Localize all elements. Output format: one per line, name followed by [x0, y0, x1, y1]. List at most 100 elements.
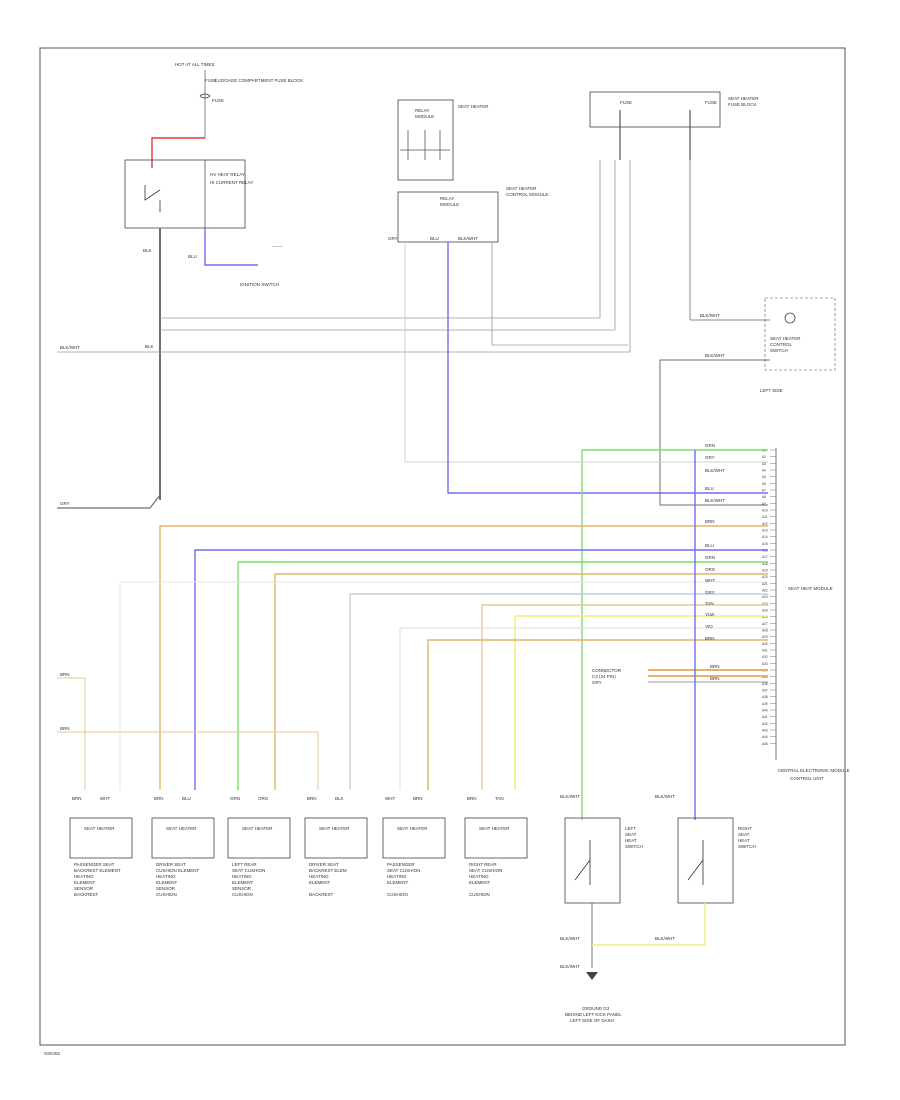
wire-tan-label: TAN: [705, 601, 714, 606]
module-label-3: CONTROL UNIT: [790, 776, 824, 781]
element-wire-label: WHT: [100, 796, 110, 801]
fuse-label: FUSE: [205, 78, 217, 83]
element-label-l5: SENSOR: [156, 886, 176, 891]
element-label-l6: CUSHION: [156, 892, 177, 897]
wire-ylw-label: YLW: [705, 612, 715, 617]
wire-blkwht-r: BLK/WHT: [700, 313, 720, 318]
wire-blu-mid: BLU: [430, 236, 439, 241]
gray-wire-3: [119, 581, 768, 790]
tan-wire: [481, 604, 768, 790]
module-pin-label: A15: [762, 542, 768, 546]
element-label-l1: PASSENGER SEAT: [74, 862, 115, 867]
element-label-l6: CUSHION: [232, 892, 253, 897]
element-label-l1: PASSENGER: [387, 862, 415, 867]
top-right-t2: FUSE: [705, 100, 717, 105]
wire-blkwht-label-3: BLK/WHT: [705, 468, 725, 473]
ground-wire-label-1: BLK/WHT: [560, 936, 580, 941]
bus-line-2: [160, 160, 616, 331]
module-pin-label: A37: [762, 689, 768, 693]
element-label-l4: ELEMENT: [232, 880, 254, 885]
mid-blue-wire: [447, 242, 768, 494]
module-pin-label: A25: [762, 609, 768, 613]
gray-wire-4: [399, 627, 768, 790]
top-mid2-t4: CONTROL MODULE: [506, 192, 548, 197]
wire-brn-bundle: BRN: [710, 664, 720, 669]
seat-heater-element-box: [304, 817, 368, 859]
sw-right-t3: HEAT: [738, 838, 750, 843]
module-pin-label: A19: [762, 569, 768, 573]
wire-blkwht-mid: BLK/WHT: [458, 236, 478, 241]
red-feed-wire: [151, 137, 205, 168]
ground-wire-label-3: BLK/WHT: [560, 964, 580, 969]
wire-grn-label-2: GRN: [705, 555, 715, 560]
module-pin-label: A40: [762, 709, 768, 713]
element-label-hdr: SEAT HEATER: [397, 826, 428, 831]
seat-heater-relay-module: [397, 99, 454, 181]
module-pin-label: A30: [762, 642, 768, 646]
module-pin-label: A13: [762, 529, 768, 533]
right-seat-heat-switch: [677, 817, 734, 904]
element-label-l6: CUSHION: [469, 892, 490, 897]
orange-wire-3: [427, 639, 768, 790]
ground-desc: BEHIND LEFT KICK PANEL: [565, 1012, 622, 1017]
right-device-t1: SEAT HEATER: [770, 336, 801, 341]
seat-heater-element-box: [464, 817, 528, 859]
module-pin-list: A1A2A3A4A5A6A7A8A9A10A11A12A13A14A15A16A…: [762, 449, 776, 746]
element-label-l2: BACKREST ELEM: [309, 868, 347, 873]
element-label-l1: DRIVER SEAT: [156, 862, 186, 867]
element-label-l2: BACKREST ELEMENT: [74, 868, 121, 873]
sw-left-wire: BLK/WHT: [560, 794, 580, 799]
module-pin-label: A9: [762, 502, 766, 506]
module-pin-label: A42: [762, 722, 768, 726]
wire-blk-left: BLK: [143, 248, 152, 253]
sw-left-t3: HEAT: [625, 838, 637, 843]
element-wire-label: GRN: [230, 796, 240, 801]
relay-switch-symbol: [144, 185, 161, 212]
module-pin-label: A10: [762, 509, 768, 513]
module-pin-label: A11: [762, 515, 768, 519]
module-pin-label: A33: [762, 662, 768, 666]
top-mid-t2: MODULE: [415, 114, 434, 119]
orange-wire-1: [159, 525, 768, 790]
switch-lamp-icon: [784, 312, 796, 324]
wire-blu-relay: BLU: [188, 254, 197, 259]
element-label-l6: BACKREST: [309, 892, 334, 897]
module-pin-label: A45: [762, 742, 768, 746]
top-mid2-t1: RELAY: [440, 196, 454, 201]
left-label-C: BRN: [60, 672, 70, 677]
element-label-l4: ELEMENT: [156, 880, 178, 885]
ground-sub: LEFT SIDE OF DASH: [570, 1018, 614, 1023]
module-pin-label: A36: [762, 682, 768, 686]
fuse-symbol: [199, 93, 211, 99]
wire-brn-label-2: BRN: [705, 636, 715, 641]
module-pin-label: A44: [762, 735, 768, 739]
top-mid2-t2: MODULE: [440, 202, 459, 207]
top-right-t3: SEAT HEATER: [728, 96, 759, 101]
left-switch-symbol: [574, 840, 591, 885]
element-label-l4: ELEMENT: [309, 880, 331, 885]
module-pin-label: A26: [762, 615, 768, 619]
wire-gry-label-2: GRY: [705, 455, 715, 460]
fuse-block-label: LUGGAGE COMPARTMENT FUSE BLOCK: [215, 78, 303, 83]
module-pin-label: A23: [762, 595, 768, 599]
wire-org-label: ORG: [705, 567, 716, 572]
element-label-l6: CUSHION: [387, 892, 408, 897]
element-label-l1: RIGHT REAR: [469, 862, 497, 867]
wire-vio-label: VIO: [705, 624, 713, 629]
module-pin-label: A28: [762, 629, 768, 633]
left-ground-wire: [57, 494, 161, 509]
wire-blkwht-label-5: BLK/WHT: [705, 498, 725, 503]
module-pin-label: A22: [762, 589, 768, 593]
module-pin-label: A21: [762, 582, 768, 586]
seat-heater-element-box: [151, 817, 215, 859]
left-tan-wire-2: [57, 731, 319, 790]
element-wire-label: ORG: [258, 796, 269, 801]
page-code: G00452: [44, 1051, 61, 1056]
center-conn-t3: GRY: [592, 680, 602, 685]
right-device-t3: SWITCH: [770, 348, 788, 353]
seat-heater-element-box: [382, 817, 446, 859]
ground-wire-label-2: BLK/WHT: [655, 936, 675, 941]
module-pin-label: A39: [762, 702, 768, 706]
module-pin-label: A24: [762, 602, 768, 606]
element-wire-label: WHT: [385, 796, 395, 801]
